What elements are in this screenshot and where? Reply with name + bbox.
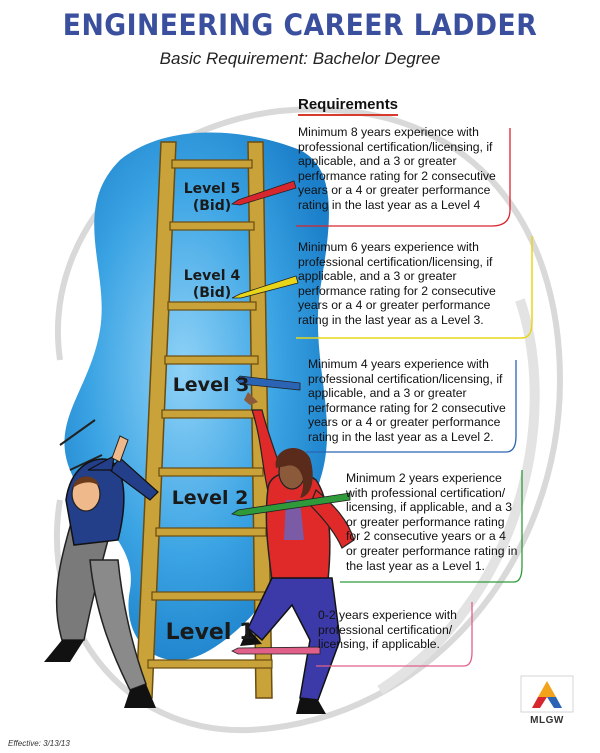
level-5-label: Level 5 (Bid) [172, 181, 252, 215]
level-5-requirement: Minimum 8 years experience with professi… [298, 125, 496, 212]
level-1-bracket [316, 602, 473, 667]
requirements-heading: Requirements [298, 96, 399, 116]
level-4-bracket [296, 236, 533, 339]
level-3-title: Level 3 [172, 374, 250, 396]
level-5-bid: (Bid) [192, 198, 232, 214]
level-5-arrow [230, 180, 297, 206]
level-4-requirement: Minimum 6 years experience with professi… [298, 240, 496, 327]
level-2-requirement: Minimum 2 years experience with professi… [346, 471, 518, 573]
level-5-bracket [296, 128, 511, 227]
man-figure [44, 435, 159, 708]
level-4-bid: (Bid) [192, 285, 232, 301]
level-2-title: Level 2 [171, 487, 249, 509]
level-2-arrow [231, 492, 351, 517]
level-1-arrow [231, 646, 321, 655]
level-5-title: Level 5 [183, 181, 241, 197]
level-2-label: Level 2 [162, 487, 258, 509]
level-4-label: Level 4 (Bid) [172, 268, 252, 302]
level-4-title: Level 4 [183, 268, 241, 284]
background-swoosh-inner [377, 298, 540, 695]
level-1-requirement: 0-2 years experience with professional c… [318, 608, 457, 652]
level-3-arrow [235, 375, 301, 391]
page-subtitle: Basic Requirement: Bachelor Degree [159, 49, 441, 68]
level-4-arrow [231, 275, 299, 299]
level-1-label: Level 1 [156, 620, 264, 645]
level-3-requirement: Minimum 4 years experience with professi… [308, 357, 506, 444]
effective-date: Effective: 3/13/13 [8, 739, 70, 748]
level-2-bracket [340, 470, 523, 583]
mlgw-logo-icon [520, 675, 574, 713]
level-3-bracket [306, 360, 517, 453]
level-3-label: Level 3 [166, 374, 256, 396]
mlgw-logo-text: MLGW [530, 715, 564, 726]
page-title: ENGINEERING CAREER LADDER [62, 8, 538, 42]
motion-lines [59, 419, 103, 471]
level-1-title: Level 1 [165, 620, 255, 645]
